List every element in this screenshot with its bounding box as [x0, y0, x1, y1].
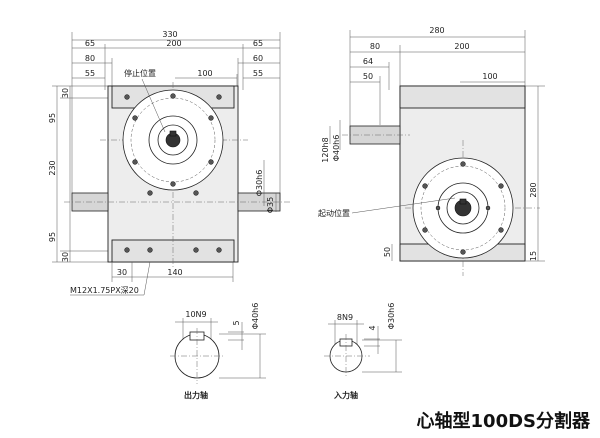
dim-280-top: 280	[429, 26, 444, 35]
input-diameter: Φ30h6	[387, 303, 396, 330]
side-bolts	[422, 161, 504, 255]
dim-95-bottom: 95	[48, 232, 57, 242]
output-key-width: 10N9	[185, 310, 206, 319]
front-top-dimensions: 330 65 200 65 80 60 55 100 55	[71, 30, 281, 200]
dim-30-bottom-horiz: 30	[117, 268, 127, 277]
dim-100-side: 100	[482, 72, 497, 81]
side-top-plate	[399, 85, 526, 109]
front-left-dimensions: 30 95 230 100 95 30	[48, 85, 112, 263]
dim-200-side: 200	[454, 42, 469, 51]
dim-30-top: 30	[61, 88, 70, 98]
output-shaft-detail: 10N9 5 Φ40h6 出力轴	[170, 303, 266, 400]
dim-phi40h6-side: Φ40h6	[332, 135, 341, 162]
dim-95-top: 95	[48, 113, 57, 123]
dim-80-side: 80	[370, 42, 380, 51]
dim-280-right: 280	[529, 182, 538, 197]
label-start-position: 起动位置	[318, 208, 350, 218]
dim-230: 230	[48, 160, 57, 175]
dim-120h8: 120h8	[321, 137, 330, 162]
dim-64: 64	[363, 57, 373, 66]
dim-200: 200	[166, 39, 181, 48]
dim-65-right: 65	[253, 39, 263, 48]
dim-65-left: 65	[85, 39, 95, 48]
dim-100: 100	[197, 69, 212, 78]
dim-55-left: 55	[85, 69, 95, 78]
output-diameter: Φ40h6	[251, 303, 260, 330]
label-output-shaft: 出力轴	[184, 390, 208, 400]
input-key-depth: 4	[368, 325, 377, 330]
dim-30-bottom: 30	[61, 252, 70, 262]
page-title: 心轴型100DS分割器	[417, 410, 591, 432]
label-input-shaft: 入力轴	[333, 390, 358, 400]
dim-50-side-bottom: 50	[383, 247, 392, 257]
dim-15: 15	[529, 251, 538, 261]
output-key-depth: 5	[232, 320, 241, 325]
dim-60-right: 60	[253, 54, 263, 63]
dim-phi30h6-front: Φ30h6	[255, 170, 264, 197]
input-key-width: 8N9	[337, 313, 353, 322]
front-view: 330 65 200 65 80 60 55 100 55 30 95 230 …	[48, 30, 290, 296]
dim-phi35-front: Φ35	[266, 197, 275, 213]
dim-330: 330	[162, 30, 177, 39]
side-view: 280 80 200 64 50 100	[318, 26, 545, 276]
label-stop-position: 停止位置	[124, 68, 156, 78]
dim-80: 80	[85, 54, 95, 63]
dim-55-right: 55	[253, 69, 263, 78]
note-thread: M12X1.75PX深20	[70, 286, 139, 295]
dim-140: 140	[167, 268, 182, 277]
dim-50-top: 50	[363, 72, 373, 81]
front-bolts	[124, 93, 222, 253]
input-shaft-detail: 8N9 4 Φ30h6 入力轴	[324, 303, 402, 400]
